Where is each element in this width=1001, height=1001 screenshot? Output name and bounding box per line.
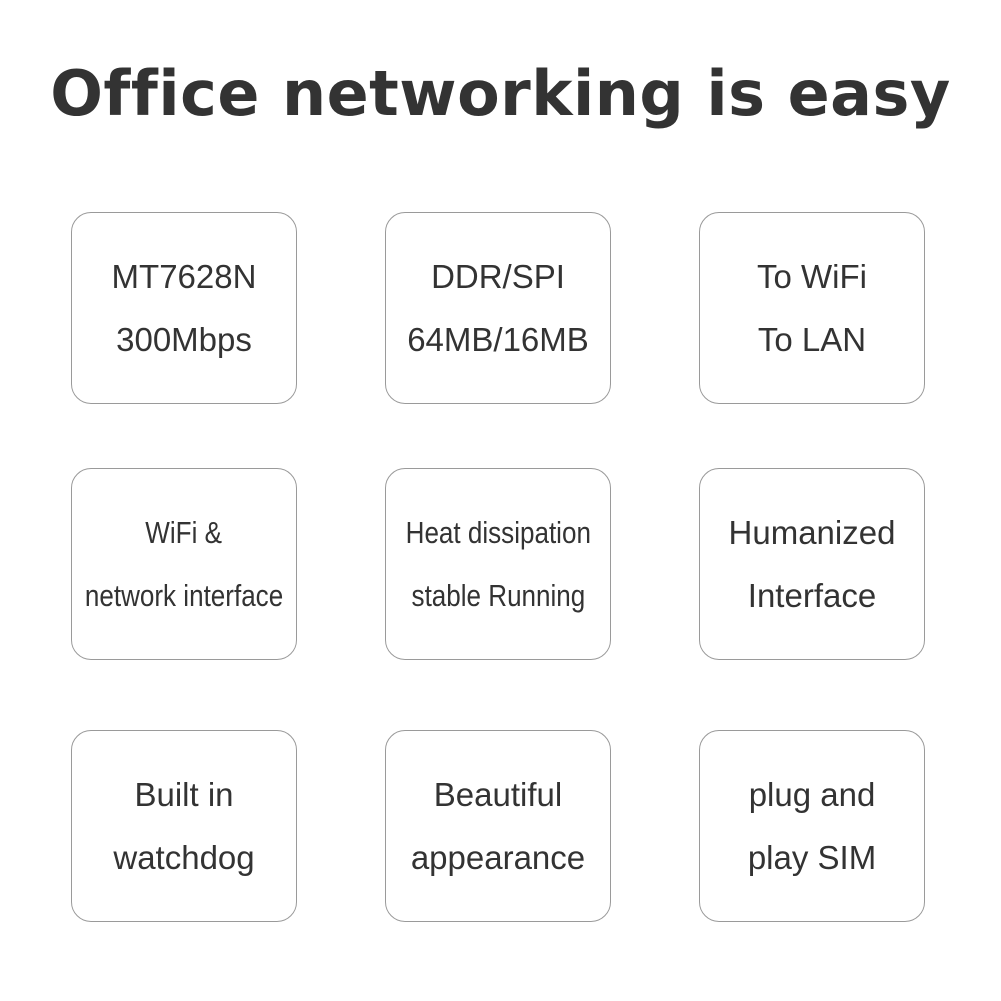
feature-card-line: stable Running	[411, 578, 585, 613]
feature-card-line: MT7628N	[111, 258, 257, 295]
feature-card-line: To LAN	[757, 321, 867, 358]
feature-card-line: 64MB/16MB	[407, 321, 589, 358]
feature-card-memory: DDR/SPI 64MB/16MB	[385, 212, 611, 404]
feature-card-watchdog: Built in watchdog	[71, 730, 297, 922]
feature-card-line: Heat dissipation	[405, 515, 591, 550]
feature-card-connectivity: To WiFi To LAN	[699, 212, 925, 404]
feature-card-line: Built in	[134, 776, 234, 813]
feature-card-line: plug and	[748, 776, 876, 813]
feature-card-line: Humanized	[728, 514, 896, 551]
feature-card-line: Beautiful	[433, 776, 563, 813]
feature-card-line: watchdog	[113, 839, 255, 876]
feature-card-appearance: Beautiful appearance	[385, 730, 611, 922]
feature-card-sim: plug and play SIM	[699, 730, 925, 922]
feature-card-humanized-interface: Humanized Interface	[699, 468, 925, 660]
feature-card-network-interface: WiFi & network interface	[71, 468, 297, 660]
feature-card-line: 300Mbps	[116, 321, 252, 358]
feature-card-line: To WiFi	[757, 258, 867, 295]
feature-card-line: appearance	[410, 839, 586, 876]
feature-card-line: network interface	[84, 578, 284, 613]
feature-card-line: play SIM	[747, 839, 877, 876]
feature-card-line: WiFi &	[145, 515, 223, 550]
feature-card-line: Interface	[747, 577, 877, 614]
feature-card-heat-dissipation: Heat dissipation stable Running	[385, 468, 611, 660]
feature-card-line: DDR/SPI	[431, 258, 565, 295]
page-title: Office networking is easy	[50, 57, 951, 130]
feature-card-chipset: MT7628N 300Mbps	[71, 212, 297, 404]
